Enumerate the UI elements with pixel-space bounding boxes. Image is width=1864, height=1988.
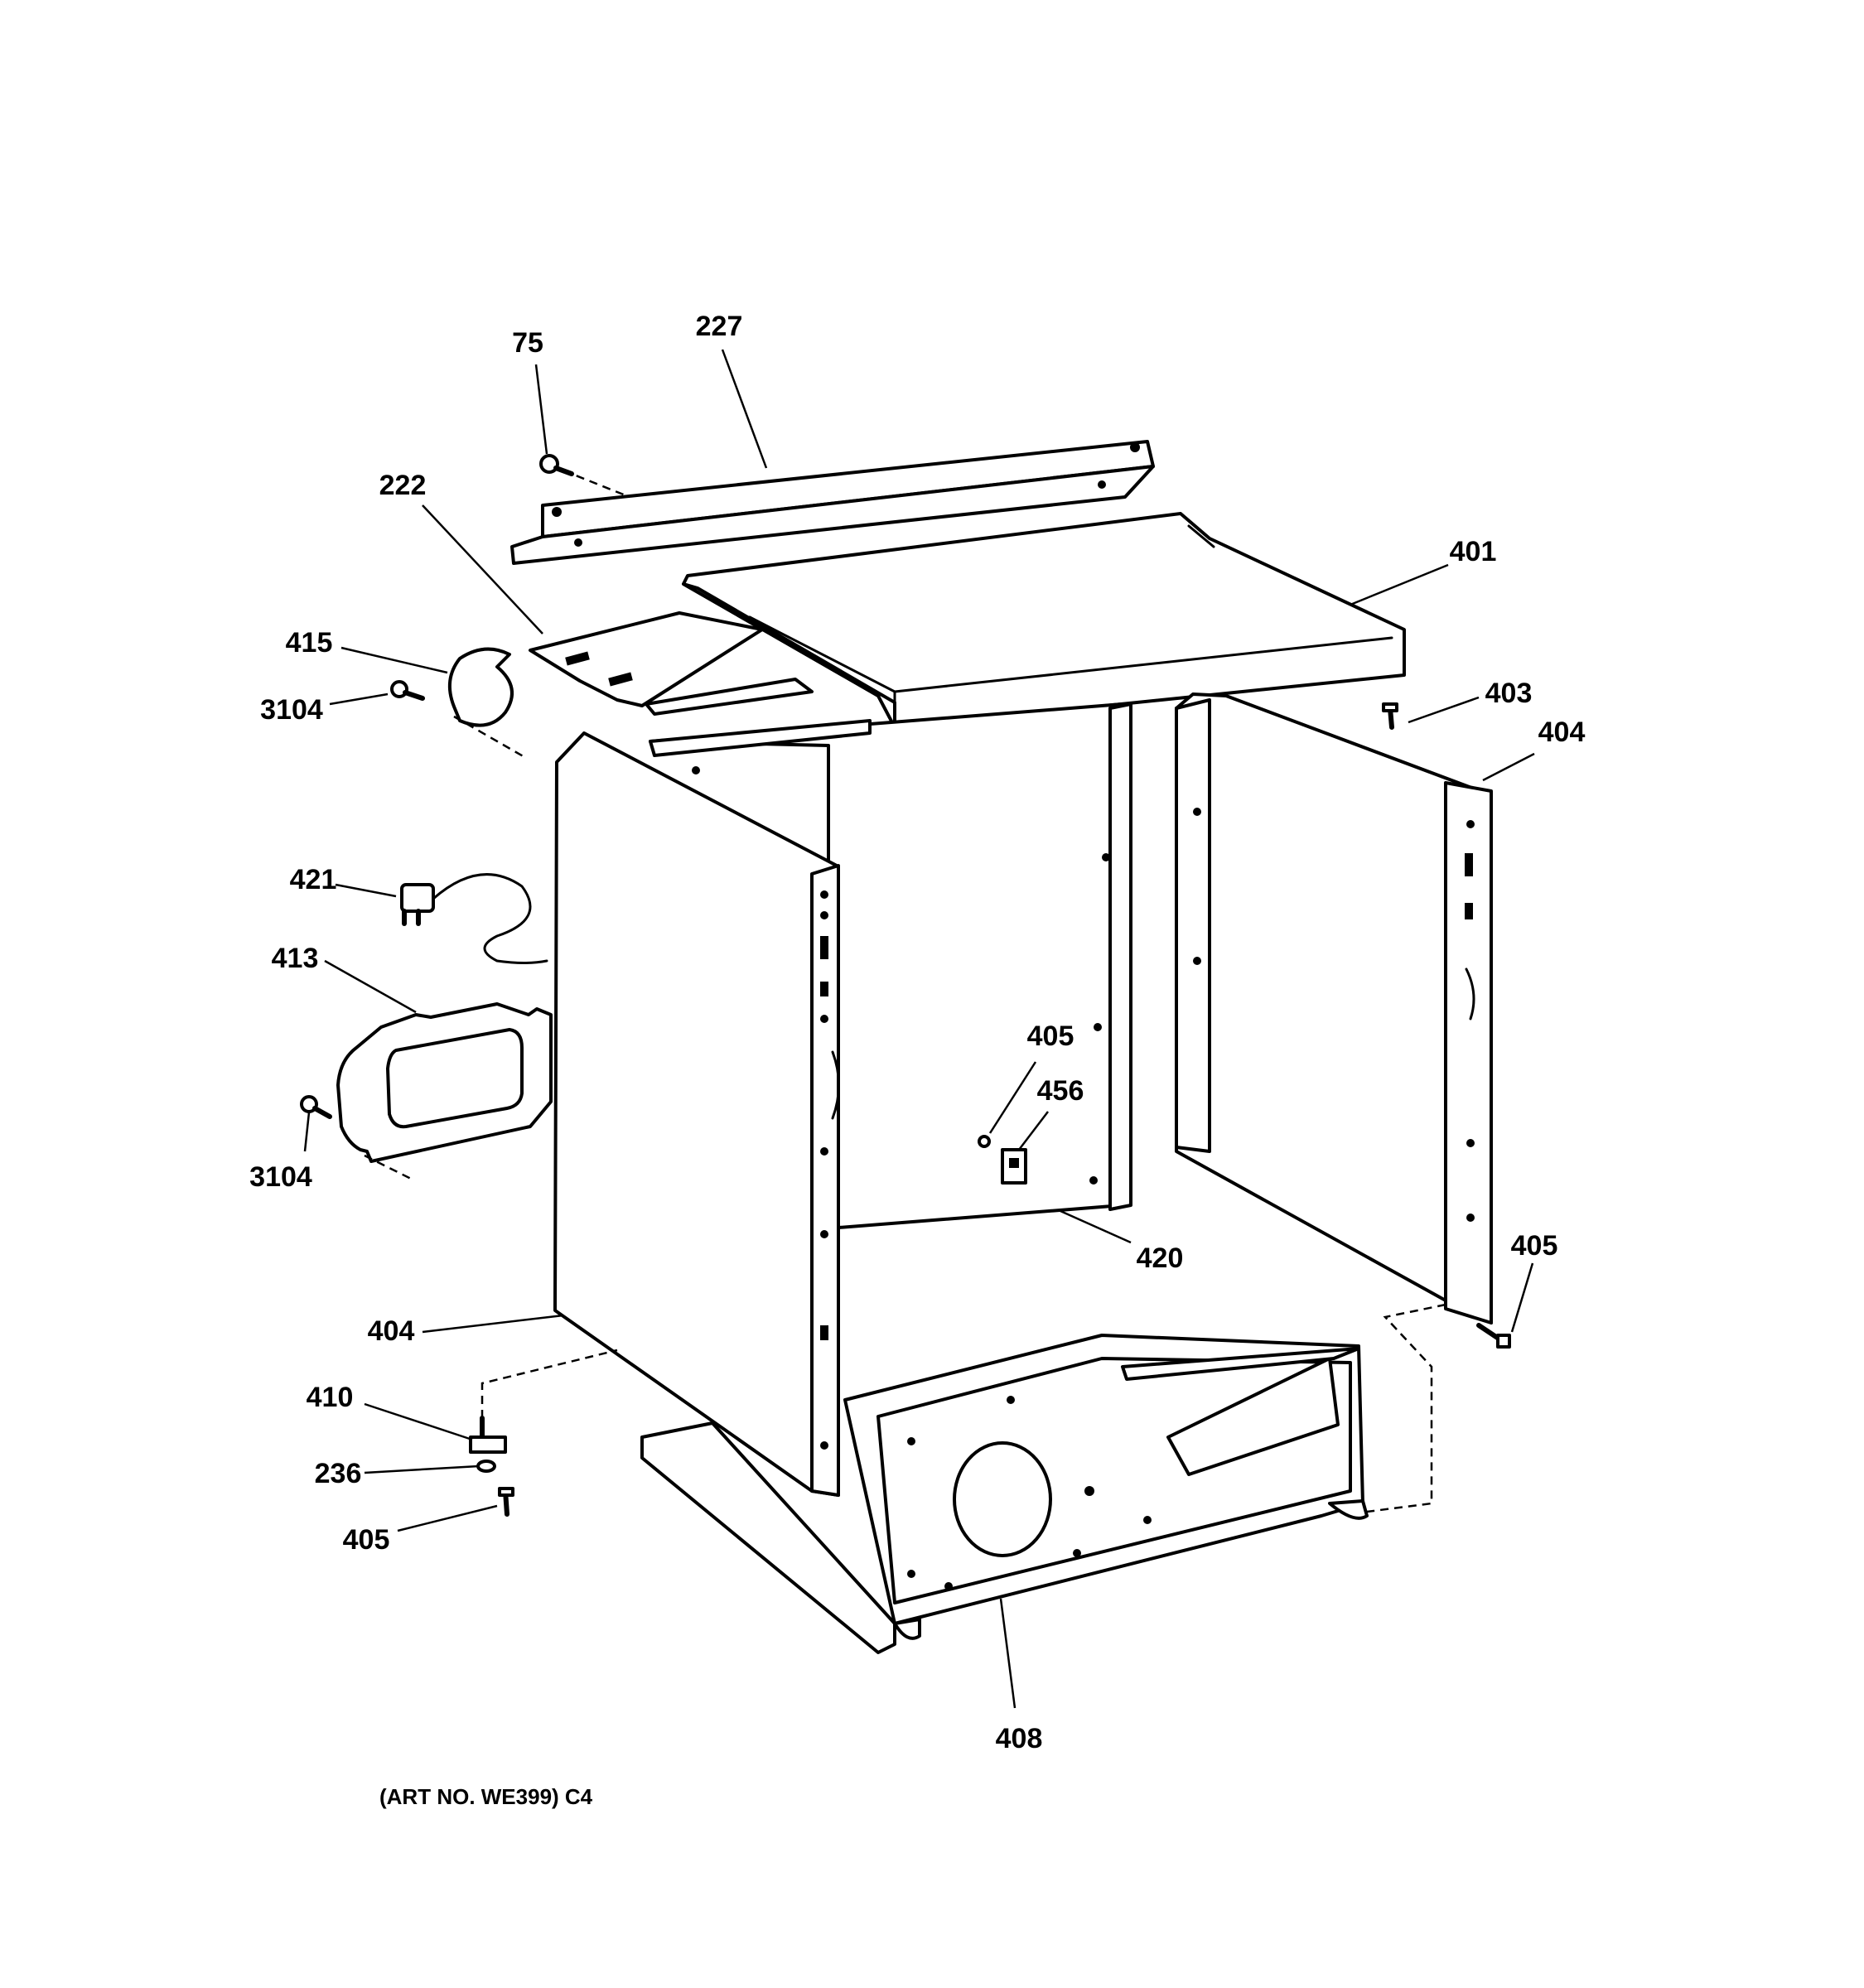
callout-413: 413 bbox=[272, 943, 319, 974]
part-421-power-cord bbox=[400, 873, 548, 964]
part-222-bracket bbox=[529, 611, 814, 716]
part-404-right-side-panel bbox=[1175, 692, 1493, 1325]
art-number: (ART NO. WE399) C4 bbox=[379, 1784, 593, 1809]
part-420-rear-panel bbox=[649, 702, 1132, 1230]
callout-3104-lower: 3104 bbox=[249, 1161, 312, 1193]
part-3104-screw-upper bbox=[390, 680, 425, 701]
callout-236: 236 bbox=[315, 1458, 362, 1489]
part-75-screw bbox=[539, 454, 574, 476]
part-415-round-cover bbox=[447, 647, 514, 727]
callout-410: 410 bbox=[307, 1382, 354, 1413]
part-410-leveling-leg bbox=[469, 1416, 514, 1517]
part-3104-screw-lower bbox=[300, 1095, 332, 1119]
part-405-screw-right bbox=[1476, 1323, 1511, 1349]
callout-222: 222 bbox=[379, 470, 427, 501]
part-403-screw bbox=[1382, 702, 1398, 730]
part-405-456-clip bbox=[978, 1135, 1027, 1185]
callout-421: 421 bbox=[290, 864, 337, 895]
callout-3104-upper: 3104 bbox=[260, 694, 323, 726]
alignment-lines bbox=[364, 469, 1446, 1513]
callout-227: 227 bbox=[696, 311, 743, 342]
callout-405-rear: 405 bbox=[1027, 1021, 1074, 1052]
callout-404-right: 404 bbox=[1538, 717, 1586, 748]
part-401-top-cover bbox=[682, 512, 1406, 729]
callouts: 75 227 222 401 415 3104 403 404 421 413 … bbox=[249, 311, 1585, 1809]
part-408-base bbox=[640, 1334, 1369, 1654]
part-404-left-side-panel bbox=[553, 731, 840, 1497]
callout-420: 420 bbox=[1137, 1242, 1184, 1274]
callout-405-right: 405 bbox=[1511, 1230, 1558, 1262]
part-227-rail bbox=[510, 440, 1155, 565]
callout-405-leg: 405 bbox=[343, 1524, 390, 1556]
callout-415: 415 bbox=[286, 627, 333, 659]
callout-404-left: 404 bbox=[368, 1315, 415, 1347]
callout-403: 403 bbox=[1485, 678, 1533, 709]
part-413-access-panel bbox=[336, 1002, 553, 1163]
leader-lines bbox=[303, 349, 1535, 1709]
callout-401: 401 bbox=[1450, 536, 1497, 567]
callout-408: 408 bbox=[996, 1723, 1043, 1754]
callout-456: 456 bbox=[1037, 1075, 1084, 1107]
callout-75: 75 bbox=[512, 327, 543, 359]
